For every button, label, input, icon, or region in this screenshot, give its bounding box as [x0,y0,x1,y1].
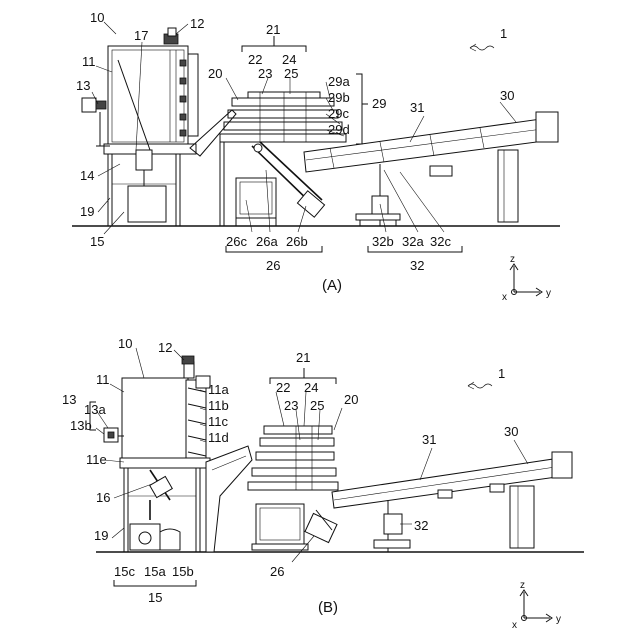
label-b-15b: 15b [172,564,194,579]
label-b-15c: 15c [114,564,135,579]
label-b-24: 24 [304,380,318,395]
label-a-24: 24 [282,52,296,67]
label-a-20: 20 [208,66,222,81]
axis-b-y: y [556,614,561,625]
axis-a-y: y [546,288,551,299]
label-b-26: 26 [270,564,284,579]
label-b-13a: 13a [84,402,106,417]
label-b-22: 22 [276,380,290,395]
label-a-29: 29 [372,96,386,111]
label-a-29a: 29a [328,74,350,89]
label-b-15: 15 [148,590,162,605]
label-a-32a: 32a [402,234,424,249]
label-a-10: 10 [90,10,104,25]
label-a-11: 11 [82,54,96,69]
label-b-13b: 13b [70,418,92,433]
label-b-1: 1 [498,366,505,381]
label-a-32b: 32b [372,234,394,249]
label-a-29c: 29c [328,106,349,121]
label-b-19: 19 [94,528,108,543]
label-a-1: 1 [500,26,507,41]
label-a-29d: 29d [328,122,350,137]
axis-a-x: x [502,292,507,303]
label-a-26b: 26b [286,234,308,249]
label-a-32: 32 [410,258,424,273]
figure-a: 10 12 11 17 13 14 19 15 21 22 24 23 25 2… [72,10,560,303]
caption-a: (A) [322,277,342,294]
conveyor-30-b [332,452,572,552]
label-a-30: 30 [500,88,514,103]
label-a-19: 19 [80,204,94,219]
label-a-14: 14 [80,168,94,183]
label-b-32: 32 [414,518,428,533]
label-b-10: 10 [118,336,132,351]
label-b-31: 31 [422,432,436,447]
figure-b: 10 12 21 1 11 11a 22 24 13 13a 11b 23 25… [62,336,584,631]
label-a-32c: 32c [430,234,451,249]
ref-1-squiggle-a [470,46,494,50]
label-b-30: 30 [504,424,518,439]
measuring-device-10-b [104,356,210,552]
ref-1-arrow-b [468,382,474,389]
label-a-31: 31 [410,100,424,115]
label-b-11e: 11e [86,452,107,467]
label-a-12: 12 [190,16,204,31]
ref-1-arrow-a [470,44,476,51]
axis-a-z: z [510,254,515,265]
measuring-device-10 [82,28,198,226]
label-a-26: 26 [266,258,280,273]
axis-b-x: x [512,620,517,631]
label-b-15a: 15a [144,564,166,579]
label-b-13: 13 [62,392,76,407]
caption-b: (B) [318,599,338,616]
label-b-23: 23 [284,398,298,413]
label-b-11b: 11b [208,398,229,413]
label-b-11a: 11a [208,382,229,397]
axis-b-z: z [520,580,525,591]
label-a-23: 23 [258,66,272,81]
label-a-22: 22 [248,52,262,67]
label-a-21: 21 [266,22,280,37]
label-a-25: 25 [284,66,298,81]
label-a-17: 17 [134,28,148,43]
label-a-26c: 26c [226,234,247,249]
ref-1-squiggle-b [468,384,492,388]
label-a-13: 13 [76,78,90,93]
axis-indicator-a [510,264,542,296]
label-b-16: 16 [96,490,110,505]
label-a-29b: 29b [328,90,350,105]
label-a-15: 15 [90,234,104,249]
label-b-21: 21 [296,350,310,365]
label-b-12: 12 [158,340,172,355]
label-b-25: 25 [310,398,324,413]
label-a-26a: 26a [256,234,278,249]
label-b-11: 11 [96,372,110,387]
label-b-11c: 11c [208,414,228,429]
label-b-20: 20 [344,392,358,407]
label-b-11d: 11d [208,430,229,445]
axis-indicator-b [520,590,552,622]
